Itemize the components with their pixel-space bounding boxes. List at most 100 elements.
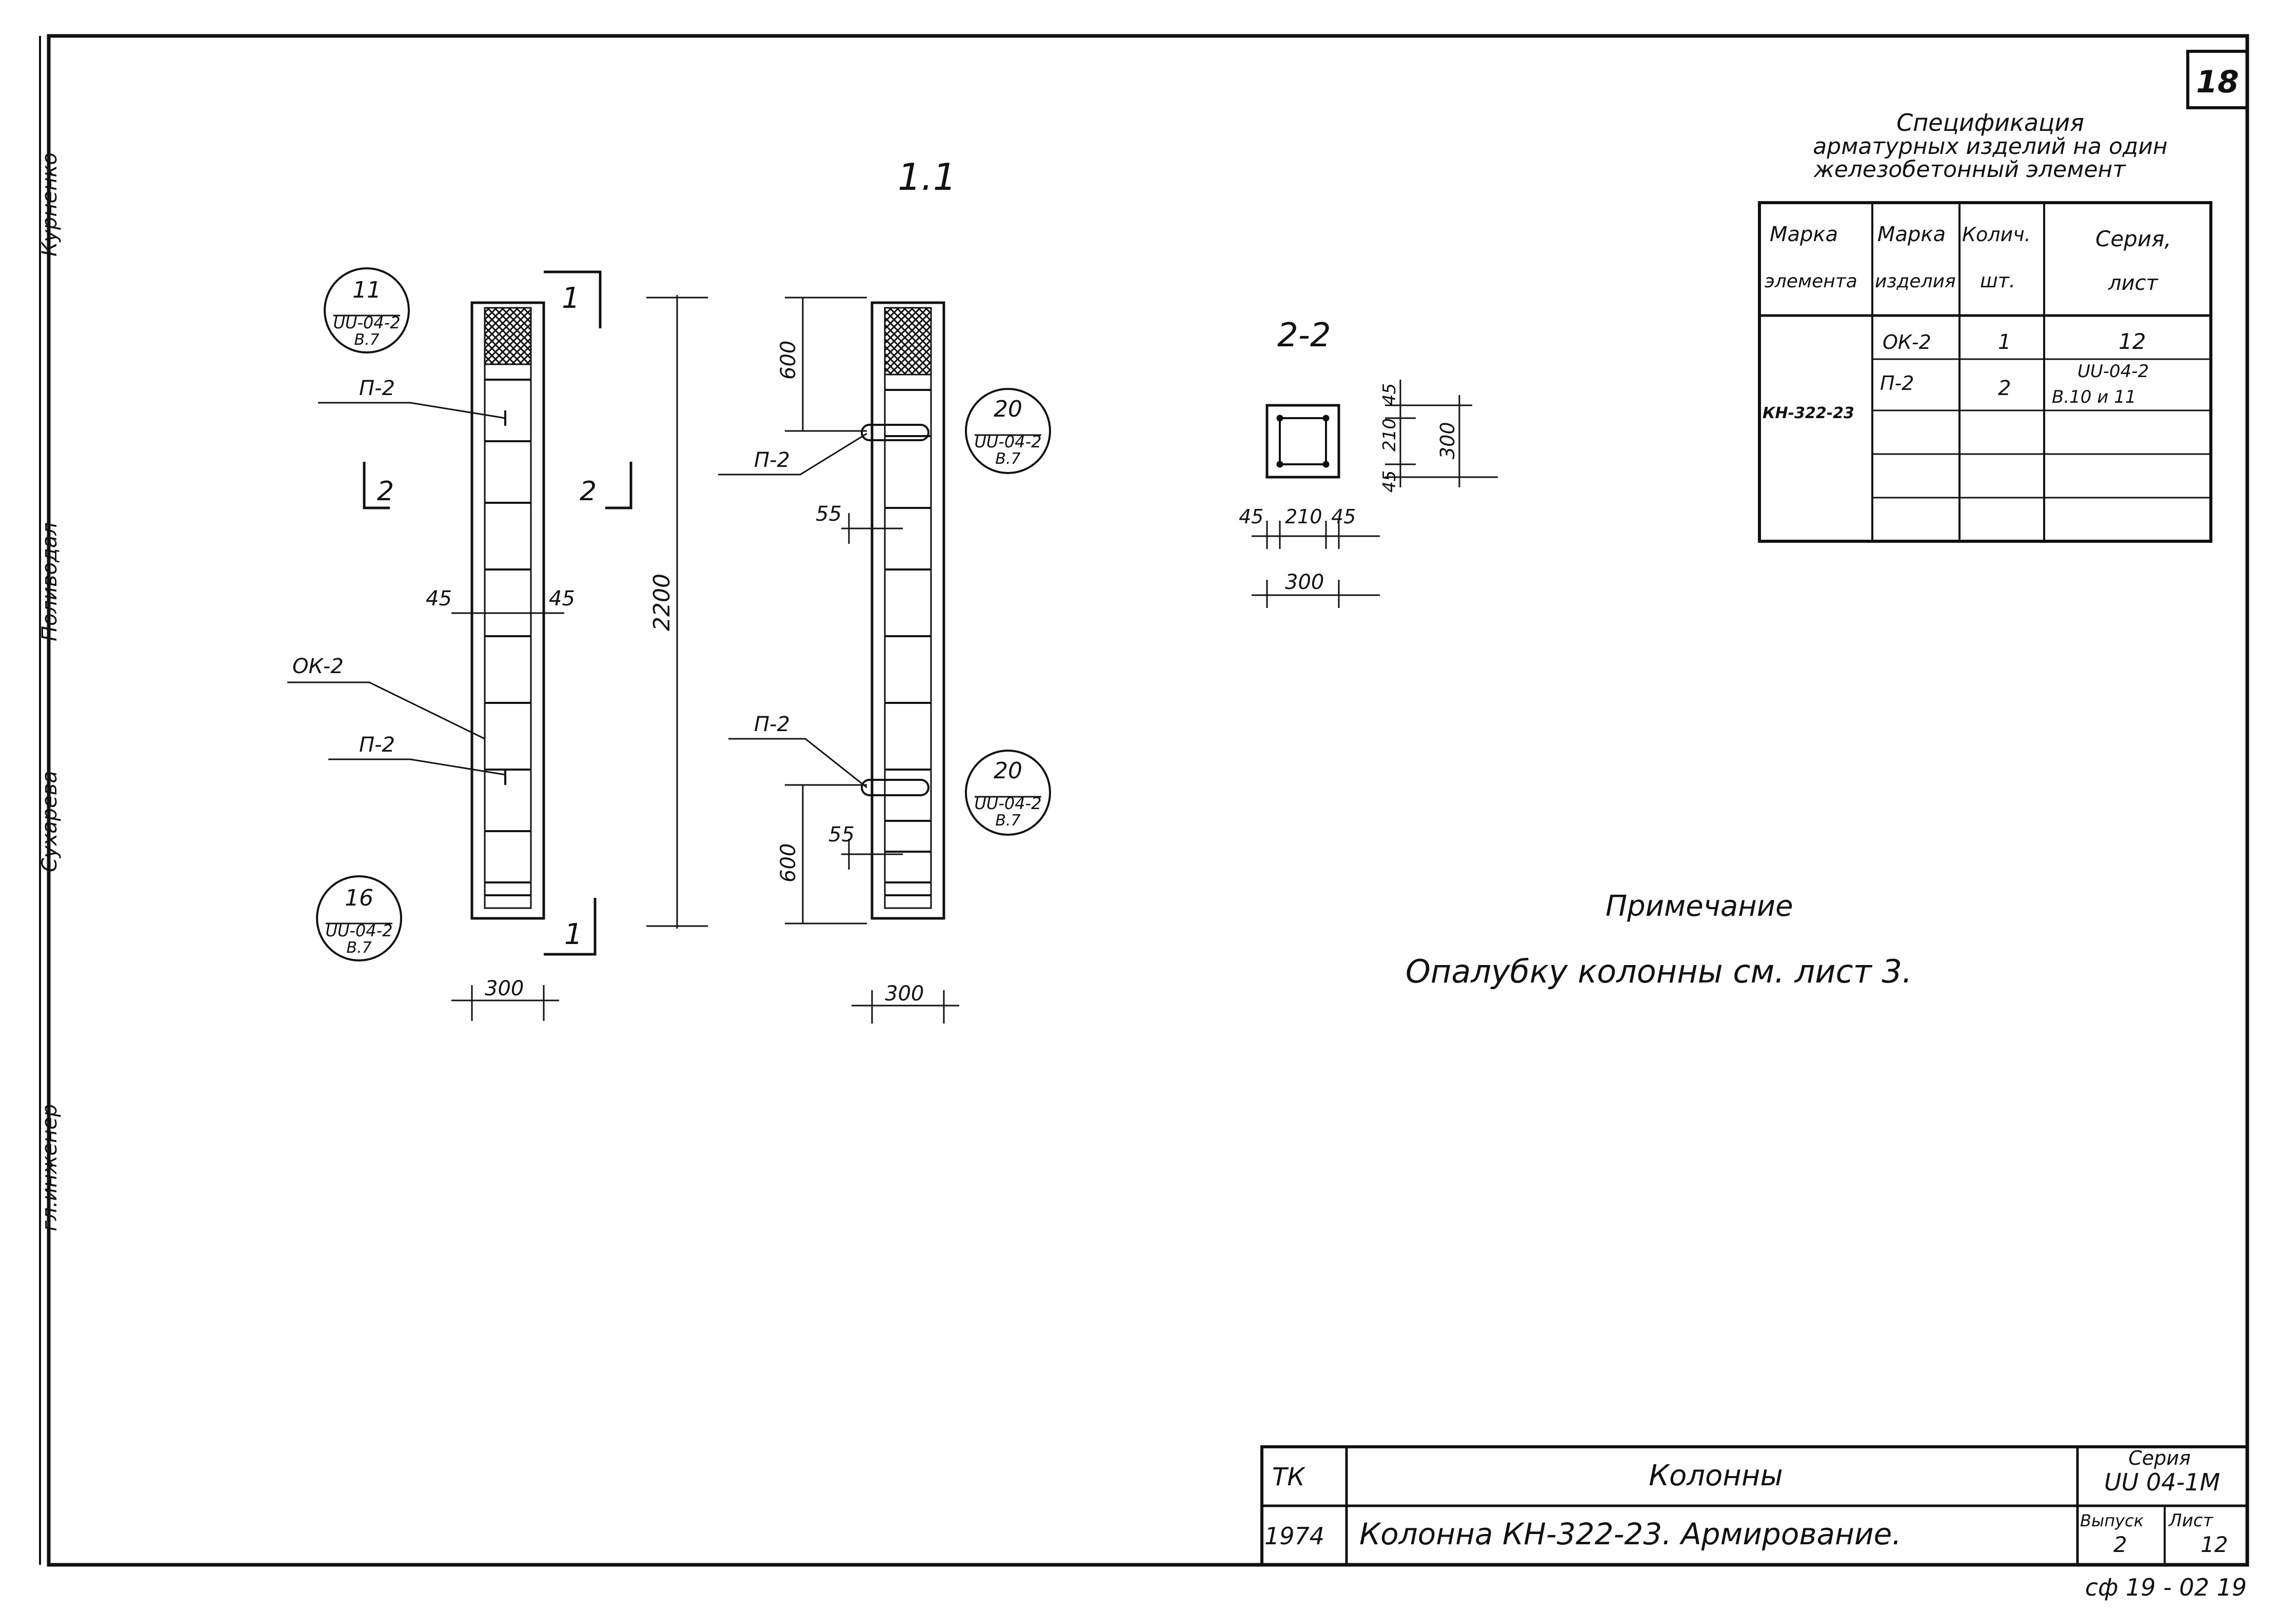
- svg-text:UU-04-2: UU-04-2: [333, 313, 400, 332]
- tb-issue: 2: [2113, 1532, 2127, 1557]
- sheet-number: 18: [2196, 64, 2239, 100]
- label-p2-d: П-2: [754, 713, 790, 736]
- section-mark-1-top-label: 1: [562, 282, 580, 315]
- cover-left-label: 45: [426, 587, 452, 611]
- s22-v-2: 210: [1379, 418, 1400, 451]
- s22-v-3: 45: [1379, 470, 1400, 493]
- height-dim: [646, 295, 708, 929]
- left-top-mesh: [484, 307, 532, 365]
- spec-row2-item: П-2: [1880, 372, 1914, 395]
- spec-row2-sheet2: B.10 и 11: [2052, 387, 2136, 407]
- spec-h2-b: изделия: [1875, 271, 1956, 292]
- right-leaders: [718, 433, 867, 789]
- svg-text:B.7: B.7: [354, 331, 379, 349]
- left-stirrups: [485, 379, 531, 896]
- tb-series: UU 04-1M: [2104, 1468, 2220, 1496]
- side-stamp-1: гл.инженер: [38, 1104, 62, 1231]
- right-stirrups: [885, 389, 931, 896]
- side-stamp-4: Курненко: [38, 152, 62, 257]
- label-p2-b: П-2: [359, 733, 395, 757]
- section-2-2-dims-v: [1385, 380, 1498, 487]
- right-loop-bottom: [861, 779, 929, 796]
- height-label: 2200: [649, 574, 675, 631]
- callout-11: 11 UU-04-2 B.7: [324, 267, 410, 353]
- spec-h3-a: Колич.: [1962, 223, 2031, 246]
- svg-text:20: 20: [994, 758, 1022, 784]
- spec-row1-item: ОК-2: [1883, 331, 1931, 353]
- tb-name: Колонна КН-322-23. Армирование.: [1359, 1517, 1902, 1551]
- svg-text:B.7: B.7: [995, 812, 1020, 830]
- spec-row1-sheet: 12: [2119, 329, 2146, 354]
- spec-row2-sheet: UU-04-2: [2077, 361, 2149, 382]
- section-2-2-dims-h: [1252, 521, 1380, 608]
- right-top-mesh: [884, 307, 932, 376]
- label-ok2: ОК-2: [292, 655, 344, 678]
- view-mark-2-right-label: 2: [580, 476, 597, 507]
- spec-row2-qty: 2: [1998, 377, 2011, 400]
- side-stamp-3: Поливодал: [38, 522, 62, 641]
- s22-h-1: 45: [1239, 505, 1263, 528]
- bottom-600-label: 600: [777, 843, 800, 882]
- left-width-dim: [451, 985, 559, 1021]
- s22-v-1: 45: [1379, 383, 1400, 405]
- svg-text:11: 11: [352, 277, 381, 303]
- title-block: [1260, 1445, 2249, 1566]
- right-column: [861, 301, 945, 920]
- section-mark-1-top: [544, 270, 602, 328]
- svg-text:UU-04-2: UU-04-2: [325, 921, 392, 940]
- svg-text:UU-04-2: UU-04-2: [974, 432, 1041, 451]
- side-stamp: гл.инженер Сухарева Поливодал Курненко: [38, 152, 62, 1231]
- top-600-dim: [785, 297, 867, 432]
- callout-20-bottom: 20 UU-04-2 B.7: [965, 750, 1051, 836]
- section-mark-1-bottom: [544, 898, 597, 956]
- svg-text:20: 20: [994, 396, 1022, 422]
- section-2-2-title: 2-2: [1277, 317, 1331, 355]
- spec-element: КН-322-23: [1763, 404, 1854, 422]
- footer-code: сф 19 - 02 19: [2085, 1574, 2247, 1601]
- section-1-1-title: 1.1: [898, 155, 957, 199]
- spec-title-3: железобетонный элемент: [1813, 156, 2126, 183]
- note-title: Примечание: [1606, 890, 1793, 923]
- spec-table: [1758, 201, 2212, 543]
- right-loop-top: [861, 424, 929, 441]
- svg-text:UU-04-2: UU-04-2: [974, 794, 1041, 813]
- offset-top-label: 55: [816, 502, 842, 526]
- tb-sheet: 12: [2201, 1532, 2228, 1557]
- side-stamp-2: Сухарева: [38, 771, 62, 872]
- spec-h2-a: Марка: [1877, 223, 1946, 246]
- spec-h4-b: лист: [2108, 271, 2159, 295]
- cover-right-label: 45: [549, 587, 575, 611]
- bottom-600-dim: [785, 784, 867, 925]
- offset-bottom-label: 55: [828, 823, 855, 847]
- tb-code: ТК: [1272, 1463, 1305, 1491]
- spec-row1-qty: 1: [1998, 330, 2011, 354]
- section-mark-1-bottom-label: 1: [564, 918, 583, 951]
- s22-v-total: 300: [1436, 422, 1459, 459]
- spec-title-2: арматурных изделий на один: [1813, 133, 2167, 160]
- s22-h-3: 45: [1331, 505, 1356, 528]
- top-600-label: 600: [777, 341, 800, 380]
- spec-h3-b: шт.: [1980, 269, 2015, 292]
- tb-issue-label: Выпуск: [2080, 1511, 2144, 1530]
- offset-dims: [841, 513, 903, 870]
- callout-20-top: 20 UU-04-2 B.7: [965, 388, 1051, 474]
- tb-subject: Колонны: [1649, 1459, 1783, 1492]
- svg-text:B.7: B.7: [346, 939, 371, 957]
- spec-h4-a: Серия,: [2095, 226, 2171, 251]
- tb-year: 1974: [1264, 1522, 1324, 1550]
- left-width-label: 300: [485, 977, 524, 1000]
- tb-sheet-label: Лист: [2168, 1510, 2213, 1531]
- label-p2-c: П-2: [754, 448, 790, 472]
- spec-h1-a: Марка: [1770, 223, 1838, 246]
- s22-h-total: 300: [1285, 571, 1324, 594]
- spec-title-1: Спецификация: [1896, 109, 2084, 136]
- left-column: [470, 301, 545, 920]
- svg-text:16: 16: [345, 885, 373, 911]
- spec-h1-b: элемента: [1765, 271, 1857, 292]
- tb-series-label: Серия: [2128, 1447, 2191, 1469]
- section-2-2-shape: [1265, 404, 1340, 479]
- label-p2-a: П-2: [359, 377, 395, 400]
- sheet-frame: [47, 34, 2249, 1567]
- right-width-dim: [852, 990, 959, 1024]
